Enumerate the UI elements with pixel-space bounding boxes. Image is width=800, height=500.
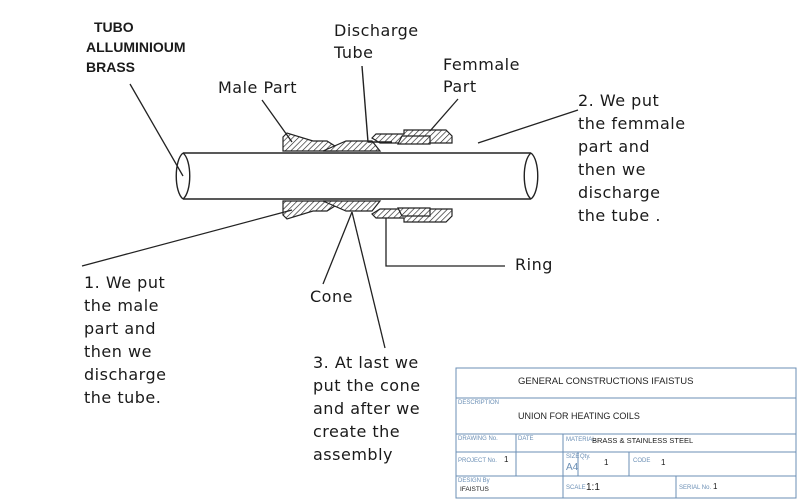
- leader-cone: [322, 211, 353, 285]
- tb-code-label: CODE: [633, 458, 651, 464]
- step1-line: the tube.: [84, 388, 162, 407]
- tb-drawing-no-label: DRAWING No.: [458, 436, 498, 442]
- tb-code: 1: [661, 458, 666, 467]
- tb-design-by: IFAISTUS: [460, 486, 489, 493]
- tb-serial-no-label: SERIAL No.: [679, 485, 712, 491]
- step3-line: create the: [313, 422, 401, 441]
- leader-lines: [81, 83, 579, 349]
- femmale-part-label-line2: Part: [443, 77, 477, 96]
- step2-line: 2. We put: [578, 91, 660, 110]
- step1-line: 1. We put: [84, 273, 166, 292]
- male-part-label: Male Part: [218, 78, 298, 97]
- cone-section: [322, 140, 382, 212]
- leader-step1: [81, 209, 293, 267]
- material-title-line2: ALLUMINIOUM: [86, 39, 186, 55]
- discharge-tube-mark: [361, 65, 392, 143]
- ring-label: Ring: [515, 255, 553, 274]
- femmale-part-label-line1: Femmale: [443, 55, 520, 74]
- material-title-line1: TUBO: [94, 19, 134, 35]
- tb-serial-no: 1: [713, 482, 718, 491]
- tb-size-label: SIZE: [566, 454, 580, 460]
- step3-line: 3. At last we: [313, 353, 419, 372]
- tb-material: BRASS & STAINLESS STEEL: [592, 436, 694, 445]
- step2-line: the femmale: [578, 114, 686, 133]
- tb-date-label: DATE: [518, 436, 534, 442]
- leader-femmale-part: [429, 98, 459, 132]
- tb-scale: 1:1: [586, 482, 600, 493]
- step1-line: discharge: [84, 365, 167, 384]
- step2-line: discharge: [578, 183, 661, 202]
- step3-line: and after we: [313, 399, 421, 418]
- tb-description: UNION FOR HEATING COILS: [518, 411, 640, 421]
- tb-project-no-label: PROJECT No.: [458, 458, 497, 464]
- leader-step3: [351, 211, 386, 349]
- cone-label: Cone: [310, 287, 353, 306]
- leader-step2: [477, 109, 579, 144]
- step1-line: part and: [84, 319, 156, 338]
- step3-line: put the cone: [313, 376, 421, 395]
- step2-line: the tube .: [578, 206, 661, 225]
- leader-material: [129, 83, 184, 177]
- tb-project-no: 1: [504, 455, 509, 464]
- tb-design-by-label: DESIGN By: [458, 478, 490, 484]
- leader-ring: [385, 218, 505, 267]
- discharge-tube-label-line2: Tube: [334, 43, 374, 62]
- ring-section: [397, 135, 431, 217]
- step1-line: the male: [84, 296, 160, 315]
- tb-material-label: MATERIAL: [566, 437, 596, 443]
- tube: [175, 152, 539, 200]
- tb-qty-label: Qty.: [580, 454, 591, 460]
- discharge-tube-label-line1: Discharge: [334, 21, 419, 40]
- tb-company: GENERAL CONSTRUCTIONS IFAISTUS: [518, 376, 694, 387]
- tb-scale-label: SCALE: [566, 485, 586, 491]
- step2-line: part and: [578, 137, 650, 156]
- tb-qty: 1: [604, 458, 609, 467]
- step1-line: then we: [84, 342, 152, 361]
- tb-description-label: DESCRIPTION: [458, 400, 500, 406]
- tb-size: A4: [566, 462, 579, 473]
- step2-line: then we: [578, 160, 646, 179]
- material-title-line3: BRASS: [86, 59, 136, 75]
- leader-male-part: [261, 99, 293, 143]
- step3-line: assembly: [313, 445, 393, 464]
